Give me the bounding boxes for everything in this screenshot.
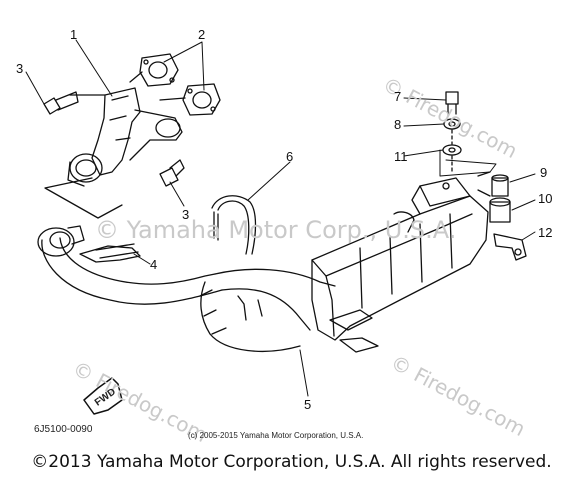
callout-8: 8	[394, 117, 402, 132]
bolt-upper	[43, 91, 79, 115]
part-code: 6J5100-0090	[34, 424, 93, 435]
exhaust-pipe	[37, 225, 336, 353]
washer-11	[442, 144, 462, 156]
damper-9	[491, 174, 509, 197]
diagram-copyright: (c) 2005-2015 Yamaha Motor Corporation, …	[188, 431, 364, 440]
bolt-lower	[159, 159, 185, 187]
hose	[211, 195, 257, 255]
callout-3-lower: 3	[182, 207, 190, 222]
callout-9: 9	[540, 165, 548, 180]
damper-10	[489, 197, 511, 223]
callout-6: 6	[286, 149, 294, 164]
callout-4: 4	[150, 257, 158, 272]
callout-3-upper: 3	[16, 61, 24, 76]
callout-5: 5	[304, 397, 312, 412]
clamp-bracket	[79, 243, 141, 263]
callout-12: 12	[538, 225, 553, 240]
bracket-12	[493, 233, 527, 261]
muffler	[311, 177, 489, 353]
bolt-7	[445, 91, 459, 115]
exhaust-manifold	[67, 87, 183, 187]
callout-10: 10	[538, 191, 553, 206]
footer-copyright: ©2013 Yamaha Motor Corporation, U.S.A. A…	[31, 452, 552, 472]
washer-8	[443, 118, 461, 130]
gasket-upper	[139, 53, 179, 87]
gasket-lower	[182, 83, 221, 116]
callout-7: 7	[394, 89, 402, 104]
fwd-arrow-icon	[83, 377, 123, 415]
callout-1: 1	[70, 27, 78, 42]
callout-11: 11	[394, 149, 408, 164]
callout-2: 2	[198, 27, 206, 42]
